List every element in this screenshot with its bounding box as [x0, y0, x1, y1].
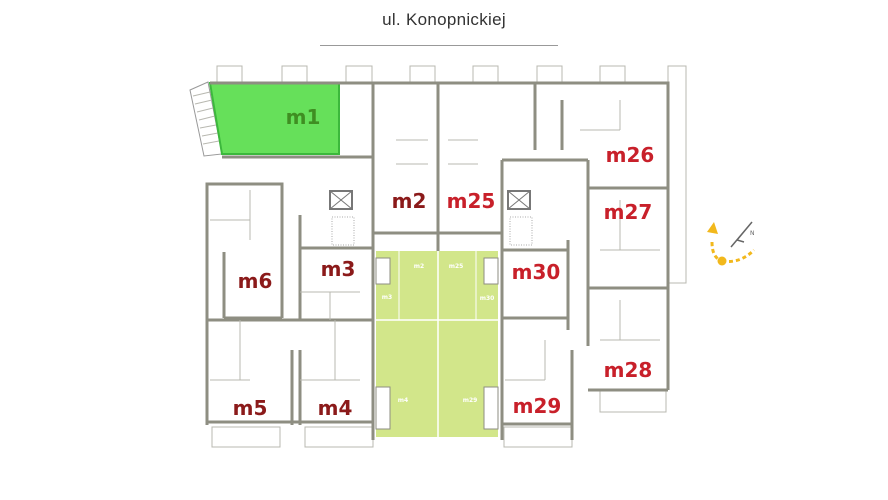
unit-label-m3[interactable]: m3	[321, 257, 356, 281]
plot-label-m3[interactable]: m3	[382, 294, 392, 301]
unit-label-m6[interactable]: m6	[238, 269, 273, 293]
plot-label-m2[interactable]: m2	[414, 263, 424, 270]
unit-label-m30[interactable]: m30	[512, 260, 561, 284]
unit-label-m26[interactable]: m26	[606, 143, 655, 167]
walls	[205, 81, 670, 440]
unit-label-m2[interactable]: m2	[392, 189, 427, 213]
unit-label-m28[interactable]: m28	[604, 358, 653, 382]
elevator-right	[507, 190, 533, 246]
unit-label-m1[interactable]: m1	[286, 105, 321, 129]
unit-label-m5[interactable]: m5	[233, 396, 268, 420]
interior-partitions	[210, 100, 660, 381]
plot-label-m25[interactable]: m25	[449, 263, 464, 270]
street-name: ul. Konopnickiej	[382, 10, 506, 29]
unit-label-m4[interactable]: m4	[318, 396, 353, 420]
plot-label-m29[interactable]: m29	[463, 397, 478, 404]
unit-label-m27[interactable]: m27	[604, 200, 653, 224]
unit-label-m29[interactable]: m29	[513, 394, 562, 418]
courtyard	[375, 251, 499, 437]
compass-north-label: N	[750, 230, 755, 237]
plot-label-m30[interactable]: m30	[480, 295, 495, 302]
plot-label-m4[interactable]: m4	[398, 397, 408, 404]
compass-icon: N	[707, 221, 756, 266]
street-divider	[320, 45, 558, 46]
elevator-left	[329, 190, 355, 246]
unit-label-m25[interactable]: m25	[447, 189, 496, 213]
